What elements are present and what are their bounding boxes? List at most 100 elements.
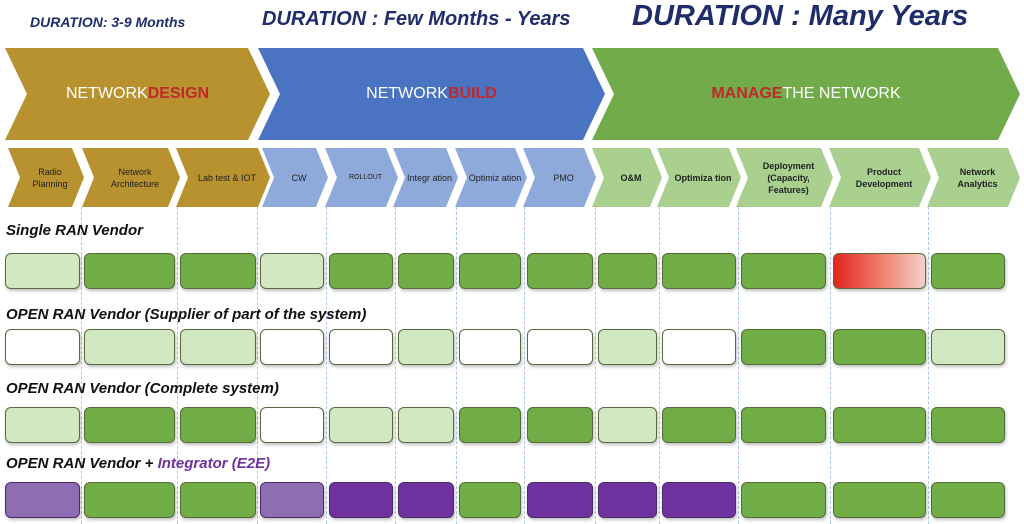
coverage-cell-white xyxy=(5,329,80,365)
column-divider xyxy=(257,207,258,524)
coverage-cell-dark xyxy=(527,253,593,289)
coverage-cell-light xyxy=(398,407,454,443)
step-label: Optimiz ation xyxy=(468,172,522,183)
coverage-cell-dark xyxy=(84,407,175,443)
coverage-cell-dark xyxy=(180,407,256,443)
step-label: Integr ation xyxy=(406,172,453,183)
column-divider xyxy=(456,207,457,524)
phase-highlight: BUILD xyxy=(447,85,497,102)
step-chevron: Lab test & IOT xyxy=(176,148,270,207)
column-divider xyxy=(395,207,396,524)
column-divider xyxy=(738,207,739,524)
row-label-text: Single RAN Vendor xyxy=(6,222,143,239)
step-chevron: Deployment (Capacity, Features) xyxy=(736,148,833,207)
step-chevron: Product Development xyxy=(829,148,931,207)
coverage-cell-dark xyxy=(598,253,657,289)
coverage-cell-red xyxy=(833,253,926,289)
column-divider xyxy=(177,207,178,524)
coverage-cell-light xyxy=(5,407,80,443)
coverage-cell-white xyxy=(260,329,324,365)
coverage-cell-dark xyxy=(459,253,521,289)
step-chevron: O&M xyxy=(592,148,662,207)
phase-label: NETWORK xyxy=(366,85,448,102)
coverage-cell-lpurple xyxy=(5,482,80,518)
coverage-cell-light xyxy=(84,329,175,365)
coverage-cell-dark xyxy=(662,253,736,289)
phase-highlight: DESIGN xyxy=(147,85,210,102)
coverage-cell-white xyxy=(260,407,324,443)
step-chevron: Network Analytics xyxy=(927,148,1020,207)
column-divider xyxy=(81,207,82,524)
coverage-cell-dark xyxy=(833,329,926,365)
step-label: CW xyxy=(291,172,307,183)
coverage-cell-light xyxy=(598,329,657,365)
coverage-cell-dark xyxy=(180,482,256,518)
coverage-cell-light xyxy=(260,253,324,289)
step-label: Optimiza tion xyxy=(674,172,732,183)
coverage-cell-light xyxy=(931,329,1005,365)
step-chevron: Optimiza tion xyxy=(657,148,741,207)
phase-highlight: MANAGE xyxy=(711,85,783,102)
step-label: Radio Planning xyxy=(32,166,68,189)
duration-manage: DURATION : Many Years xyxy=(632,0,969,32)
duration-build: DURATION : Few Months - Years xyxy=(262,8,571,30)
integrator-label: Integrator (E2E) xyxy=(157,455,271,472)
coverage-cell-dark xyxy=(459,407,521,443)
coverage-cell-lpurple xyxy=(260,482,324,518)
coverage-cell-light xyxy=(5,253,80,289)
step-chevron: ROLLOUT xyxy=(325,148,398,207)
coverage-cell-light xyxy=(329,407,393,443)
step-label: Network Architecture xyxy=(110,166,160,189)
column-divider xyxy=(928,207,929,524)
coverage-cell-dark xyxy=(931,253,1005,289)
coverage-cell-dark xyxy=(329,253,393,289)
phase-chevron-2: MANAGE THE NETWORK xyxy=(592,48,1020,140)
coverage-cell-purple xyxy=(662,482,736,518)
phase-label-suffix: THE NETWORK xyxy=(782,85,901,102)
coverage-cell-dark xyxy=(741,407,826,443)
coverage-cell-dark xyxy=(931,482,1005,518)
coverage-cell-dark xyxy=(398,253,454,289)
duration-design: DURATION: 3-9 Months xyxy=(30,14,186,30)
phase-chevron-1: NETWORK BUILD xyxy=(258,48,605,140)
row-label: Single RAN Vendor xyxy=(6,222,143,239)
step-label: PMO xyxy=(553,172,574,183)
coverage-cell-dark xyxy=(741,482,826,518)
coverage-cell-dark xyxy=(662,407,736,443)
column-divider xyxy=(595,207,596,524)
row-label-text: OPEN RAN Vendor (Supplier of part of the… xyxy=(6,306,367,323)
coverage-cell-purple xyxy=(527,482,593,518)
coverage-cell-white xyxy=(662,329,736,365)
step-chevron: Network Architecture xyxy=(82,148,180,207)
coverage-cell-white xyxy=(527,329,593,365)
coverage-cell-dark xyxy=(833,482,926,518)
coverage-cell-dark xyxy=(833,407,926,443)
step-label: Deployment (Capacity, Features) xyxy=(762,160,815,195)
step-chevron: PMO xyxy=(523,148,596,207)
coverage-cell-dark xyxy=(741,329,826,365)
step-label: ROLLOUT xyxy=(348,173,383,181)
phase-label: NETWORK xyxy=(65,85,148,102)
phase-chevron-0: NETWORK DESIGN xyxy=(5,48,270,140)
coverage-cell-dark xyxy=(527,407,593,443)
step-chevron: Optimiz ation xyxy=(455,148,527,207)
step-chevron: CW xyxy=(262,148,328,207)
coverage-cell-light xyxy=(398,329,454,365)
coverage-cell-dark xyxy=(84,482,175,518)
step-label: Product Development xyxy=(855,166,913,189)
row-label-text: OPEN RAN Vendor + xyxy=(6,455,158,472)
step-chevron: Radio Planning xyxy=(8,148,84,207)
coverage-cell-light xyxy=(598,407,657,443)
column-divider xyxy=(326,207,327,524)
coverage-cell-light xyxy=(180,329,256,365)
coverage-cell-dark xyxy=(84,253,175,289)
coverage-cell-dark xyxy=(931,407,1005,443)
step-label: O&M xyxy=(620,172,642,183)
coverage-cell-dark xyxy=(459,482,521,518)
coverage-cell-dark xyxy=(741,253,826,289)
coverage-cell-dark xyxy=(180,253,256,289)
coverage-cell-white xyxy=(329,329,393,365)
coverage-cell-purple xyxy=(329,482,393,518)
column-divider xyxy=(830,207,831,524)
coverage-cell-purple xyxy=(398,482,454,518)
